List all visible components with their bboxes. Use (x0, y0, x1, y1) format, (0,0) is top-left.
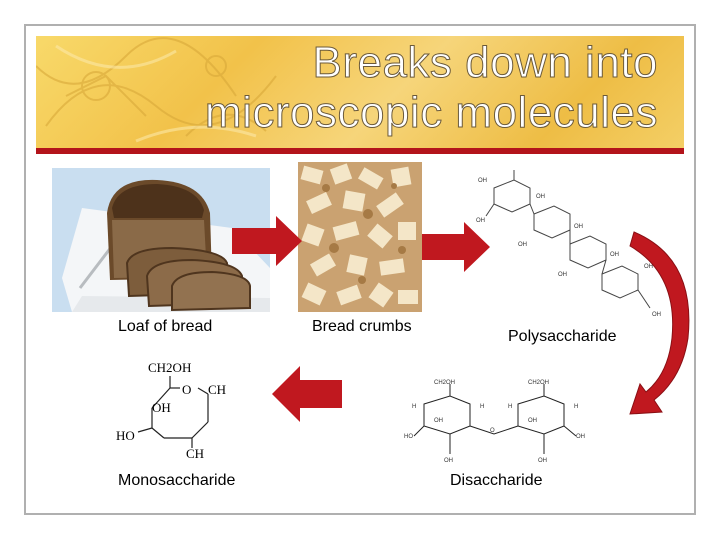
right-arrow-icon (422, 222, 490, 272)
caption-bread-crumbs: Bread crumbs (312, 318, 412, 335)
title-banner: Breaks down into microscopic molecules (36, 36, 684, 148)
svg-text:OH: OH (652, 312, 661, 318)
svg-text:OH: OH (558, 272, 567, 278)
loaf-of-bread-photo (52, 168, 270, 312)
polysaccharide-structure: OH OH OH OH OH OH OH OH OH (476, 170, 661, 318)
svg-text:H: H (574, 404, 578, 410)
title-underline (36, 148, 684, 154)
svg-text:HO: HO (404, 434, 413, 440)
ch-bottom-label: CH (186, 446, 205, 461)
caption-loaf-of-bread: Loaf of bread (118, 318, 213, 335)
caption-monosaccharide: Monosaccharide (118, 472, 236, 489)
title-line-1: Breaks down into (312, 38, 658, 88)
title-line-2: microscopic molecules (204, 88, 658, 138)
caption-polysaccharide: Polysaccharide (508, 328, 617, 345)
svg-text:CH2OH: CH2OH (434, 380, 455, 386)
svg-text:OH: OH (576, 434, 585, 440)
bread-crumbs-photo (298, 162, 422, 312)
disaccharide-structure: CH2OH CH2OH H H H H HO O OH OH OH OH OH (404, 380, 585, 464)
svg-text:OH: OH (434, 418, 443, 424)
svg-text:OH: OH (518, 242, 527, 248)
page-title: Breaks down into microscopic molecules (204, 38, 658, 138)
svg-text:OH: OH (444, 458, 453, 464)
svg-text:OH: OH (610, 252, 619, 258)
caption-disaccharide: Disaccharide (450, 472, 543, 489)
ch2oh-label: CH2OH (148, 360, 192, 375)
svg-text:OH: OH (528, 418, 537, 424)
svg-text:OH: OH (574, 224, 583, 230)
ch-right-label: CH (208, 382, 227, 397)
svg-text:OH: OH (644, 264, 653, 270)
svg-text:OH: OH (476, 218, 485, 224)
svg-text:OH: OH (478, 178, 487, 184)
svg-text:H: H (480, 404, 484, 410)
oh-label: OH (152, 400, 171, 415)
ho-label: HO (116, 428, 135, 443)
svg-text:H: H (508, 404, 512, 410)
svg-text:CH2OH: CH2OH (528, 380, 549, 386)
right-arrow-icon (232, 216, 302, 266)
svg-text:OH: OH (538, 458, 547, 464)
svg-text:O: O (490, 428, 495, 434)
monosaccharide-structure: CH2OH O CH OH HO CH (112, 358, 242, 468)
svg-text:OH: OH (536, 194, 545, 200)
curved-arrow-icon (629, 231, 690, 415)
banner-texture (36, 37, 277, 143)
left-arrow-icon (272, 366, 342, 422)
svg-text:H: H (412, 404, 416, 410)
ring-oxygen-label: O (182, 382, 192, 397)
